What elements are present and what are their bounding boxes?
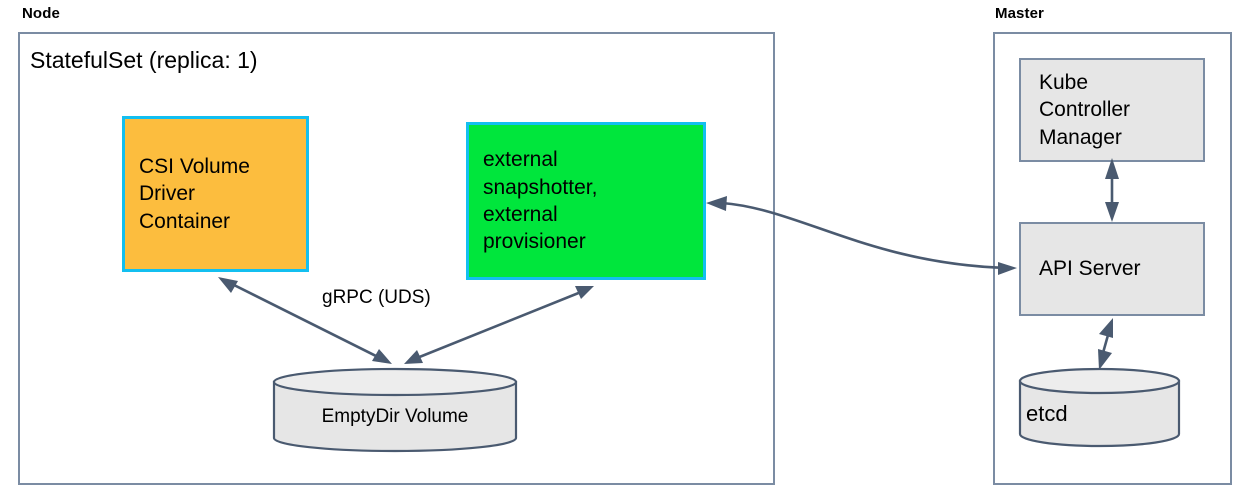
emptydir-volume-cylinder[interactable]: EmptyDir Volume (272, 367, 518, 453)
master-group-label: Master (995, 5, 1044, 22)
node-group-label: Node (22, 5, 60, 22)
etcd-cylinder[interactable]: etcd (1018, 367, 1181, 448)
external-snapshotter-provisioner-box[interactable]: external snapshotter, external provision… (466, 122, 706, 280)
emptydir-volume-label: EmptyDir Volume (321, 406, 469, 427)
kube-controller-manager-box[interactable]: Kube Controller Manager (1019, 58, 1205, 162)
etcd-label: etcd (1026, 401, 1068, 426)
kube-controller-manager-label: Kube Controller Manager (1039, 71, 1131, 149)
statefulset-title: StatefulSet (replica: 1) (30, 47, 258, 73)
csi-volume-driver-container-label: CSI Volume Driver Container (139, 155, 250, 233)
api-server-box[interactable]: API Server (1019, 222, 1205, 316)
external-snapshotter-provisioner-label: external snapshotter, external provision… (483, 148, 598, 254)
grpc-uds-edge-label: gRPC (UDS) (322, 287, 431, 308)
csi-volume-driver-container-box[interactable]: CSI Volume Driver Container (122, 116, 309, 272)
api-server-label: API Server (1039, 257, 1141, 281)
